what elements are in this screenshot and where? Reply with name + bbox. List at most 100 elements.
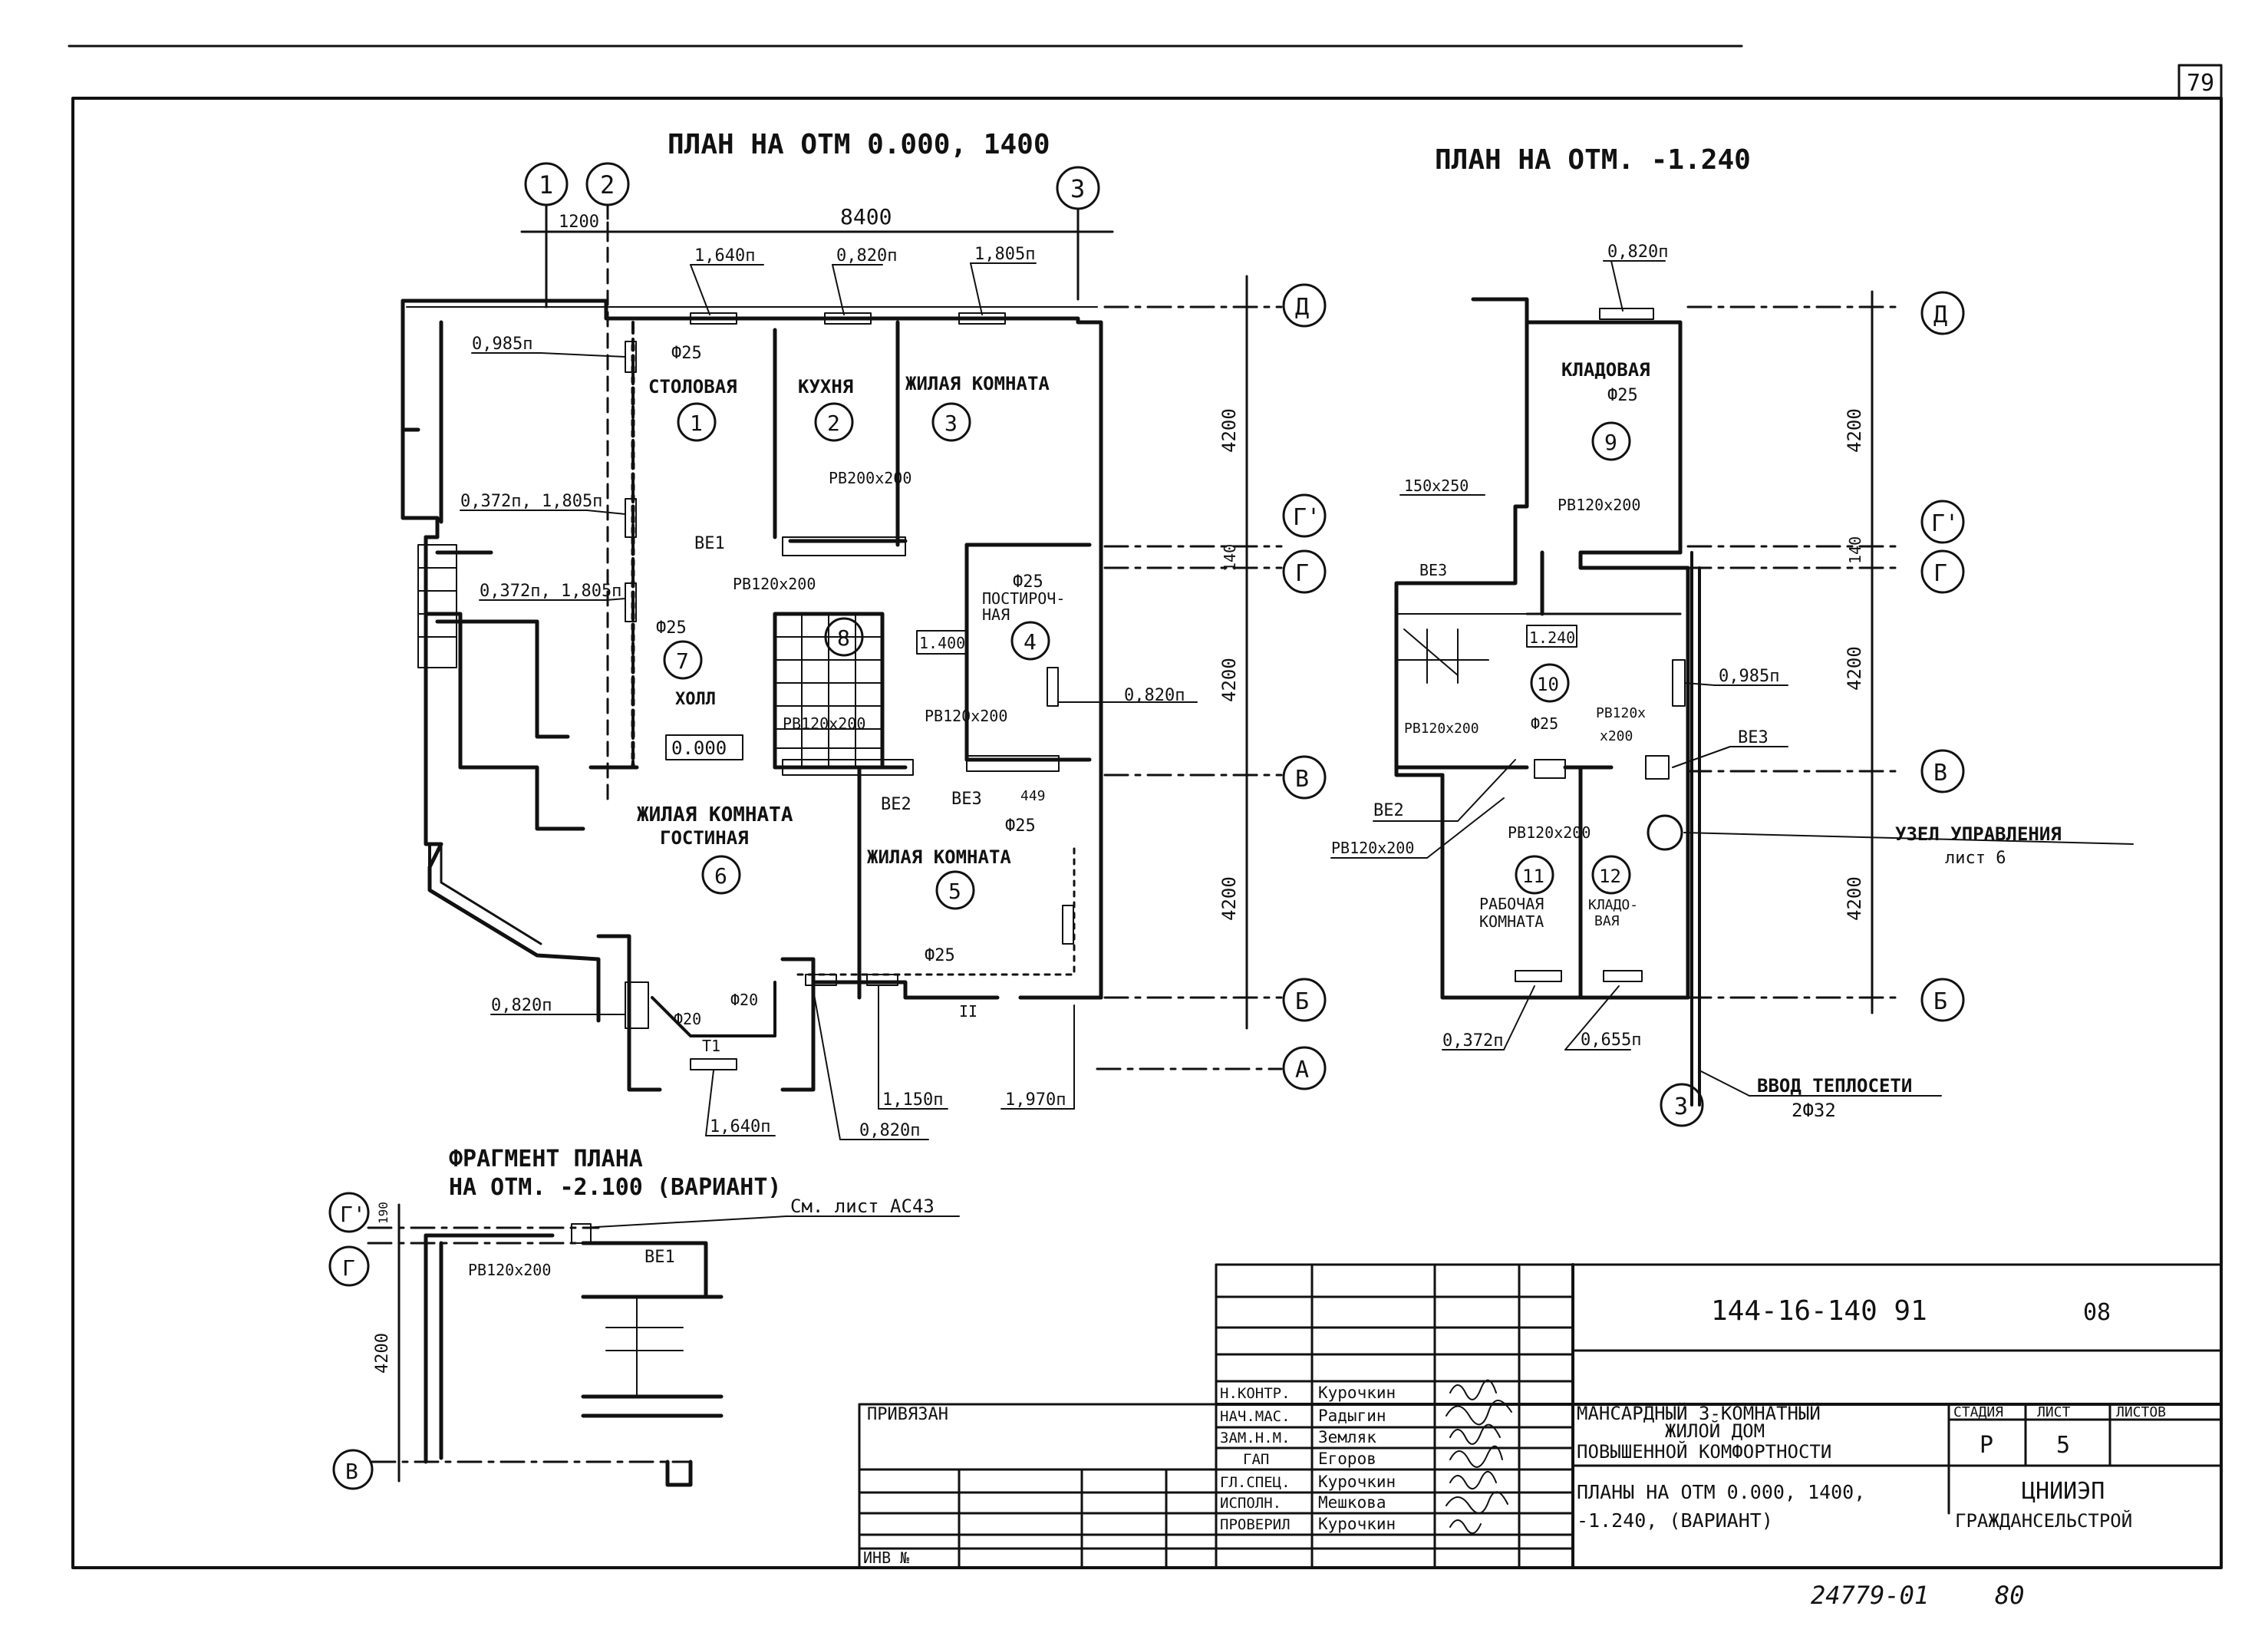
axis-G-main: Г	[1295, 560, 1309, 587]
f-axis-G: Г	[342, 1255, 355, 1281]
b-label-150x250: 150х250	[1404, 477, 1469, 495]
mark-1400: 1.400	[919, 634, 965, 652]
room-num-9: 9	[1604, 430, 1617, 455]
b-label-0655: 0,655п	[1581, 1031, 1641, 1050]
b-mark-1240: 1.240	[1529, 628, 1575, 647]
main-plan: 1 2 3 1200 8400	[401, 162, 1327, 1140]
dim-8400: 8400	[840, 204, 892, 229]
room-num-4: 4	[1024, 629, 1037, 655]
label-pb120-b: РВ120х200	[925, 707, 1007, 725]
room-name-lounge: ГОСТИНАЯ	[660, 827, 749, 849]
tb-name-2: Радыгин	[1318, 1407, 1386, 1425]
dim-4200-a: 4200	[1218, 408, 1240, 453]
dim-4200-c: 4200	[1218, 876, 1240, 921]
tb-project-2: ЖИЛОЙ ДОМ	[1665, 1420, 1765, 1442]
title-main-plan: ПЛАН НА ОТМ 0.000, 1400	[668, 129, 1050, 160]
label-pb120-c: РВ120х200	[783, 714, 865, 733]
room-bubble-8	[824, 617, 864, 657]
room-bubble-6	[701, 855, 741, 895]
fragment-title-2: НА ОТМ. -2.100 (ВАРИАНТ)	[449, 1174, 781, 1201]
label-t1: Т1	[702, 1037, 720, 1055]
label-f25-b: Ф25	[656, 618, 687, 638]
room-name-storage12-a: КЛАДО-	[1588, 897, 1638, 913]
label-1805-top: 1,805п	[974, 245, 1035, 264]
b-label-pb120-c1: РВ120х	[1596, 705, 1646, 721]
f-dim-4200: 4200	[373, 1333, 392, 1374]
b-label-pb120-d: РВ120х200	[1508, 823, 1591, 842]
tb-name-6: Мешкова	[1318, 1493, 1386, 1512]
room-name-laundry-a: ПОСТИРОЧ-	[982, 589, 1065, 608]
tb-code: 144-16-140 91	[1711, 1295, 1927, 1327]
axis-D-basement: Д	[1933, 302, 1947, 328]
label-1150: 1,150п	[882, 1090, 943, 1110]
label-1970: 1,970п	[1005, 1090, 1066, 1110]
room-num-8: 8	[837, 625, 850, 651]
b-label-0985: 0,985п	[1719, 667, 1779, 686]
label-1640-top: 1,640п	[694, 246, 755, 266]
tb-drawing-1: ПЛАНЫ НА ОТМ 0.000, 1400,	[1577, 1481, 1865, 1503]
label-449: 449	[1020, 788, 1046, 804]
b-label-inlet-1: ВВОД ТЕПЛОСЕТИ	[1757, 1075, 1912, 1097]
axis-B-main: Б	[1295, 988, 1309, 1015]
f-label-ve1: ВЕ1	[644, 1248, 675, 1267]
b-label-inlet-2: 2Ф32	[1792, 1100, 1836, 1121]
fragment-title-1: ФРАГМЕНТ ПЛАНА	[449, 1146, 643, 1173]
b-label-ve3-b: ВЕ3	[1738, 728, 1769, 747]
b-dim-4200-c: 4200	[1844, 876, 1865, 921]
room-num-6: 6	[714, 863, 727, 889]
tb-sheets-header: ЛИСТОВ	[2116, 1404, 2166, 1420]
tb-name-7: Курочкин	[1318, 1515, 1396, 1533]
archive-number: 24779-01	[1811, 1581, 1929, 1610]
tb-stage-header: СТАДИЯ	[1953, 1404, 2003, 1420]
b-label-0372: 0,372п	[1442, 1031, 1503, 1051]
fragment-ref: См. лист АС43	[790, 1196, 935, 1217]
tb-project-3: ПОВЫШЕННОЙ КОМФОРТНОСТИ	[1577, 1440, 1831, 1463]
label-ve2: ВЕ2	[881, 795, 911, 814]
room-bubble-4	[1010, 621, 1050, 661]
tb-role-4: ГАП	[1243, 1451, 1269, 1468]
label-f25-e: Ф25	[925, 946, 955, 965]
f-label-pb120: РВ120х200	[468, 1261, 551, 1279]
b-label-ve2: ВЕ2	[1373, 801, 1404, 820]
label-0985: 0,985п	[472, 335, 532, 354]
room-num-2: 2	[827, 411, 840, 436]
tb-role-2: НАЧ.МАС.	[1220, 1408, 1291, 1425]
label-0820-top: 0,820п	[836, 246, 897, 266]
sheet-number: 79	[2187, 70, 2214, 97]
title-block-grid	[858, 1263, 2223, 1569]
tb-name-1: Курочкин	[1318, 1384, 1396, 1402]
tb-role-5: ГЛ.СПЕЦ.	[1220, 1474, 1291, 1491]
room-name-work-a: РАБОЧАЯ	[1479, 895, 1544, 913]
label-ve1: ВЕ1	[694, 534, 725, 553]
room-bubble-7	[663, 640, 703, 680]
tb-inv: ИНВ №	[863, 1549, 910, 1567]
tb-name-3: Земляк	[1318, 1428, 1376, 1446]
axis-B-basement: Б	[1933, 988, 1947, 1015]
room-num-11: 11	[1522, 866, 1544, 887]
b-dim-140: 140	[1846, 536, 1864, 564]
axis-G1-main: Г'	[1293, 504, 1320, 531]
room-name-storage-9: КЛАДОВАЯ	[1561, 359, 1650, 381]
room-bubble-1	[677, 402, 717, 442]
room-num-5: 5	[948, 879, 961, 904]
room-num-12: 12	[1599, 866, 1621, 887]
f-dim-190: 190	[376, 1202, 391, 1224]
b-label-pb120-b: РВ120х200	[1404, 721, 1479, 737]
room-bubble-2	[814, 402, 854, 442]
room-num-1: 1	[690, 411, 703, 436]
tb-name-4: Егоров	[1318, 1450, 1376, 1468]
tb-drawing-2: -1.240, (ВАРИАНТ)	[1577, 1509, 1773, 1532]
archive-page: 80	[1995, 1581, 2025, 1610]
label-pb200: РВ200х200	[829, 469, 911, 487]
label-ve3: ВЕ3	[951, 790, 982, 809]
room-name-laundry-b: НАЯ	[982, 605, 1010, 624]
room-name-storage12-b: ВАЯ	[1594, 913, 1620, 929]
axis-G-basement: Г	[1933, 560, 1947, 587]
title-basement-plan: ПЛАН НА ОТМ. -1.240	[1435, 144, 1751, 176]
room-bubble-3	[931, 402, 971, 442]
axis-D-main: Д	[1295, 294, 1309, 321]
tb-role-3: ЗАМ.Н.М.	[1220, 1430, 1291, 1446]
axis-label-1: 1	[539, 170, 553, 200]
tb-org-1: ЦНИИЭП	[2022, 1478, 2105, 1505]
tb-role-7: ПРОВЕРИЛ	[1220, 1516, 1291, 1533]
